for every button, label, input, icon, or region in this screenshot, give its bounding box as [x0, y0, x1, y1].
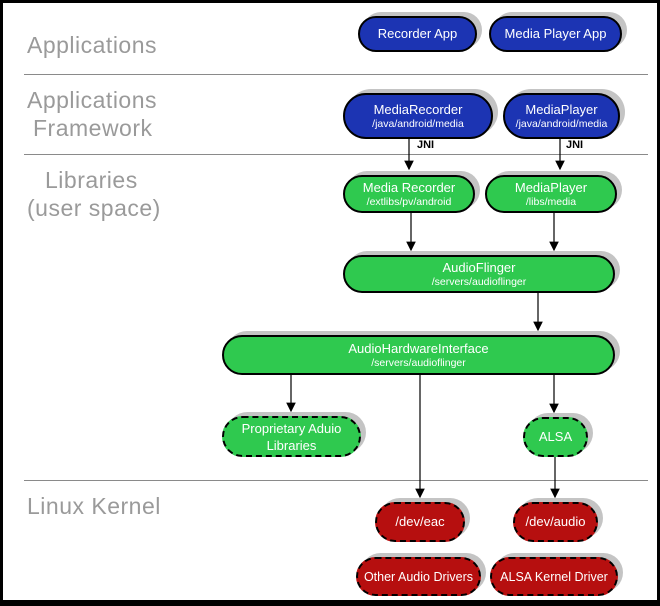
layer-label-line: Framework	[33, 115, 153, 141]
node-mediaplayer-lib: MediaPlayer /libs/media	[485, 175, 617, 213]
node-alsa: ALSA	[523, 417, 588, 457]
node-media-recorder-lib: Media Recorder /extlibs/pv/android	[343, 175, 475, 213]
layer-label-line: Libraries	[45, 167, 138, 193]
layer-label-kernel: Linux Kernel	[27, 492, 161, 520]
node-recorder-app: Recorder App	[358, 16, 477, 52]
node-title: /dev/eac	[395, 514, 445, 529]
layer-label-libraries: Libraries (user space)	[27, 166, 161, 222]
node-proprietary-audio-libraries: Proprietary Aduio Libraries	[222, 416, 361, 457]
node-other-audio-drivers: Other Audio Drivers	[356, 557, 481, 596]
node-media-player-app: Media Player App	[489, 16, 622, 52]
jni-label-left: JNI	[417, 139, 435, 151]
layer-label-text: Applications	[27, 32, 158, 58]
node-title: MediaPlayer	[525, 101, 598, 117]
layer-label-text: Linux Kernel	[27, 493, 161, 519]
node-title: AudioFlinger	[442, 259, 516, 275]
layer-divider-kernel	[24, 480, 648, 481]
node-title: /dev/audio	[525, 514, 586, 529]
layer-label-line: Applications	[27, 87, 158, 113]
layer-divider-applications	[24, 74, 648, 75]
node-title-line: Proprietary Aduio	[241, 420, 342, 436]
node-title-line: Libraries	[266, 437, 317, 453]
node-path: /extlibs/pv/android	[366, 195, 452, 208]
node-audioflinger: AudioFlinger /servers/audioflinger	[343, 255, 615, 293]
layer-label-line: (user space)	[27, 195, 161, 221]
jni-label-right: JNI	[566, 139, 584, 151]
node-dev-audio: /dev/audio	[513, 502, 598, 542]
node-dev-eac: /dev/eac	[375, 502, 465, 542]
node-title: MediaPlayer	[514, 179, 588, 195]
layer-label-framework: Applications Framework	[27, 86, 157, 142]
node-mediarecorder-framework: MediaRecorder /java/android/media	[343, 93, 493, 139]
layer-label-applications: Applications	[27, 31, 157, 59]
node-title: ALSA Kernel Driver	[500, 569, 608, 584]
node-path: /java/android/media	[372, 117, 464, 130]
node-title: Media Player App	[504, 26, 607, 41]
layer-divider-framework	[24, 154, 648, 155]
node-title: Recorder App	[377, 26, 458, 41]
node-mediaplayer-framework: MediaPlayer /java/android/media	[503, 93, 620, 139]
node-title: MediaRecorder	[373, 101, 463, 117]
node-path: /libs/media	[525, 195, 577, 208]
node-title: Other Audio Drivers	[363, 569, 474, 584]
node-title: Media Recorder	[362, 179, 456, 195]
node-audio-hardware-interface: AudioHardwareInterface /servers/audiofli…	[222, 335, 615, 375]
node-title: ALSA	[538, 429, 573, 444]
node-path: /servers/audioflinger	[431, 275, 527, 288]
node-title: AudioHardwareInterface	[348, 340, 489, 356]
node-path: /servers/audioflinger	[371, 356, 466, 369]
node-alsa-kernel-driver: ALSA Kernel Driver	[490, 557, 618, 596]
node-path: /java/android/media	[515, 117, 608, 130]
